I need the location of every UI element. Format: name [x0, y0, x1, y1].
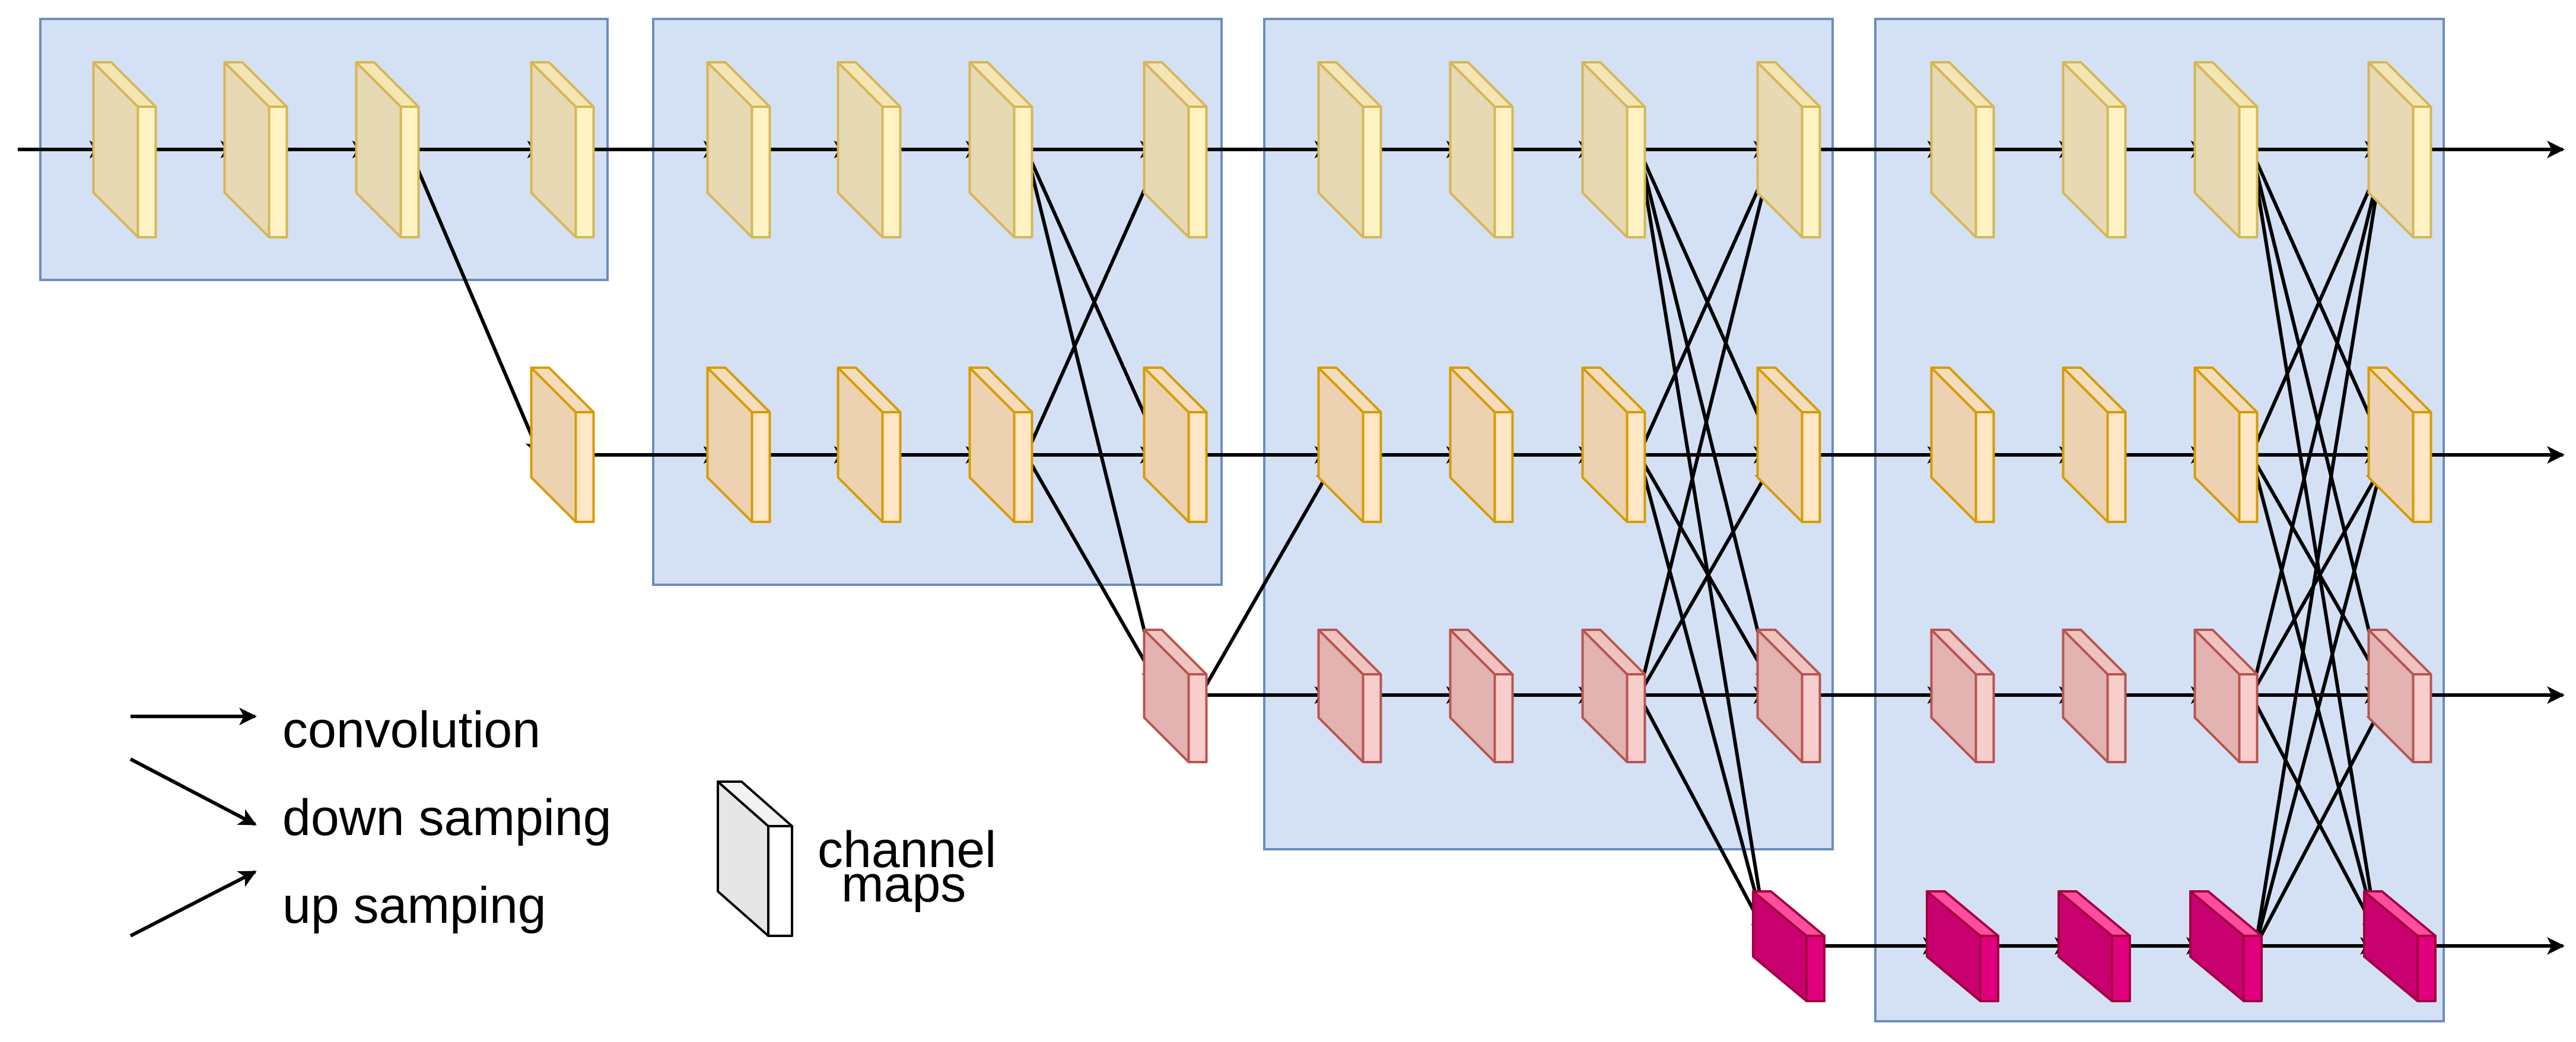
- feature-map-r2-c4: [968, 367, 1033, 523]
- legend-channel-maps-label-line2: maps: [841, 856, 966, 913]
- edge-up-r3-to-r2-s3start: [1198, 465, 1334, 696]
- feature-map-r1-c15: [2193, 61, 2259, 238]
- feature-map-r4-c5: [2363, 890, 2437, 1002]
- feature-map-r3-c5: [1756, 629, 1821, 763]
- edge-fuse-s4-r2-to-r1: [2249, 160, 2384, 456]
- feature-map-r3-c8: [2193, 629, 2259, 763]
- legend: convolution down samping up samping chan…: [129, 702, 996, 938]
- arrow-up-right-icon: [129, 870, 257, 938]
- feature-map-r2-c6: [1317, 367, 1382, 523]
- feature-map-r3-c3: [1449, 629, 1514, 763]
- feature-map-r1-c13: [1930, 61, 1995, 238]
- feature-map-r3-c2: [1317, 629, 1382, 763]
- edge-fuse-s2-r1-to-r2: [1024, 148, 1159, 445]
- edge-fuse-s3-r1-to-r4: [1637, 149, 1773, 936]
- feature-map-r1-c3: [355, 61, 420, 238]
- edge-fuse-s4-r3-to-r1: [2249, 160, 2387, 696]
- feature-map-r1-c10: [1449, 61, 1514, 238]
- edge-fuse-s3-r1-to-r2: [1637, 148, 1773, 445]
- edge-fuse-s2-r2-to-r1: [1024, 160, 1159, 456]
- feature-map-r2-c7: [1449, 367, 1514, 523]
- legend-up-sampling-label: up samping: [282, 877, 546, 934]
- feature-map-r1-c12: [1756, 61, 1821, 238]
- feature-map-r2-c12: [2193, 367, 2259, 523]
- feature-map-r2-c10: [1930, 367, 1995, 523]
- feature-map-r2-c3: [837, 367, 902, 523]
- edge-fuse-s4-r1-to-r3: [2249, 149, 2387, 685]
- edge-fuse-s3-r3-to-r2: [1637, 465, 1773, 696]
- feature-map-r1-c2: [223, 61, 288, 238]
- edge-fuse-s4-r4-to-r1: [2254, 160, 2389, 947]
- feature-map-r4-c4: [2189, 890, 2263, 1002]
- feature-map-r2-c11: [2062, 367, 2127, 523]
- feature-map-r1-c6: [837, 61, 902, 238]
- edge-fuse-s3-r2-to-r1: [1637, 160, 1773, 456]
- edge-fuse-s3-r3-to-r4: [1637, 694, 1768, 936]
- edge-fuse-s4-r3-to-r2: [2249, 465, 2384, 696]
- edge-fuse-s4-r3-to-r4: [2249, 694, 2379, 936]
- feature-map-r2-c8: [1581, 367, 1646, 523]
- feature-map-r2-c9: [1756, 367, 1821, 523]
- feature-map-r1-c1: [92, 61, 157, 238]
- feature-map-r1-c14: [2062, 61, 2127, 238]
- feature-map-r1-c5: [706, 61, 771, 238]
- feature-map-r4-c1: [1752, 890, 1826, 1002]
- feature-map-r1-c11: [1581, 61, 1646, 238]
- feature-map-r4-c2: [1926, 890, 1999, 1002]
- arrow-down-right-icon: [129, 757, 257, 826]
- feature-map-r3-c6: [1930, 629, 1995, 763]
- edge-fuse-s4-r1-to-r4: [2249, 149, 2384, 936]
- connections-layer: [18, 141, 2565, 955]
- edge-down-new-row2: [408, 148, 542, 457]
- edge-fuse-s3-r2-to-r3: [1637, 454, 1773, 685]
- feature-map-r1-c8: [1143, 61, 1208, 238]
- feature-map-r3-c4: [1581, 629, 1646, 763]
- feature-map-r3-c7: [2062, 629, 2127, 763]
- feature-map-r2-c13: [2367, 367, 2432, 523]
- edge-fuse-s2-r2-to-r3: [1024, 454, 1159, 685]
- feature-map-r1-c9: [1317, 61, 1382, 238]
- legend-down-sampling-label: down samping: [282, 789, 612, 846]
- edge-fuse-s3-r1-to-r3: [1637, 149, 1776, 685]
- edge-fuse-s3-r2-to-r4: [1637, 454, 1771, 936]
- edge-fuse-s4-r2-to-r4: [2249, 454, 2382, 936]
- edge-fuse-s4-r4-to-r2: [2254, 465, 2387, 947]
- feature-map-r2-c2: [706, 367, 771, 523]
- feature-map-r3-c9: [2367, 629, 2432, 763]
- feature-map-block-icon: [717, 780, 793, 937]
- feature-map-r1-c7: [968, 61, 1033, 238]
- feature-map-r2-c5: [1143, 367, 1208, 523]
- feature-map-r1-c4: [530, 61, 595, 238]
- feature-map-r1-c16: [2367, 61, 2432, 238]
- legend-channel-maps-label-line1: channel: [818, 821, 996, 878]
- edge-fuse-s4-r4-to-r3: [2254, 705, 2384, 947]
- legend-convolution-label: convolution: [282, 702, 540, 759]
- feature-map-r3-c1: [1143, 629, 1208, 763]
- feature-map-r4-c3: [2057, 890, 2131, 1002]
- feature-maps-layer: [92, 61, 2437, 1002]
- feature-map-r2-c1: [530, 367, 595, 523]
- edge-fuse-s4-r1-to-r2: [2249, 148, 2384, 445]
- edge-fuse-s3-r3-to-r1: [1637, 160, 1776, 696]
- edge-fuse-s2-r1-to-r3: [1024, 149, 1162, 685]
